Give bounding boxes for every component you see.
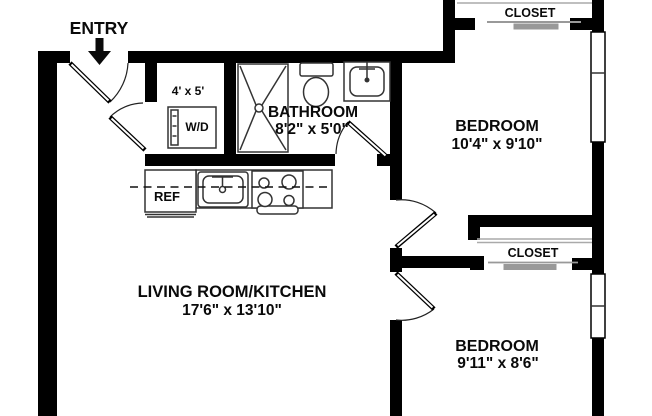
wall-closet1-stub-left (455, 18, 475, 30)
bathroom-dims: 8'2" x 5'0" (275, 121, 349, 138)
washer-dryer-label: W/D (185, 120, 209, 134)
wall-right-bottom (592, 338, 604, 416)
wall-right-top (592, 0, 604, 32)
closet-mid-details (477, 238, 592, 270)
shower (237, 63, 289, 153)
wall-spine-lower (390, 320, 402, 416)
laundry-door-arc (109, 102, 144, 118)
kitchen-counter (130, 169, 333, 218)
wall-hall-horizontal (390, 256, 484, 268)
laundry-closet-door (108, 102, 147, 152)
entry-label: ENTRY (70, 18, 129, 38)
wall-closet1-stub-right (570, 18, 592, 30)
toilet-bowl (302, 76, 330, 108)
bedroom2-door (394, 271, 436, 321)
wall-top-left (38, 51, 70, 63)
burner (283, 194, 295, 207)
wall-top-main (128, 51, 455, 63)
wall-closet2-left-stub (470, 256, 484, 270)
refrigerator-box (144, 169, 197, 213)
entry-arrow-icon (88, 38, 111, 65)
burner (257, 191, 273, 208)
walls (38, 0, 604, 416)
stove (251, 170, 304, 215)
refrigerator-label: REF (154, 189, 180, 204)
kitchen-faucet-knob (218, 185, 227, 194)
wall-kitchen-north (145, 154, 335, 166)
washer-dryer-unit (167, 106, 217, 149)
closet-mid-label: CLOSET (508, 246, 559, 260)
bedroom1-dims: 10'4" x 9'10" (451, 136, 542, 153)
living-room-label: LIVING ROOM/KITCHEN (138, 283, 327, 301)
burner (258, 177, 270, 189)
wall-bedroom1-south (468, 215, 604, 227)
bedroom2-label: BEDROOM (455, 338, 539, 355)
bedroom1-label: BEDROOM (455, 118, 539, 135)
wall-spine-upper (390, 63, 402, 200)
closet-top-label: CLOSET (505, 6, 556, 20)
bedroom1-door-arc (395, 199, 437, 214)
closet-top-slider-panel (513, 23, 559, 30)
bedroom1-door (394, 199, 438, 249)
bathroom-sink (343, 61, 391, 102)
bedroom2-dims: 9'11" x 8'6" (457, 355, 539, 372)
entry-door (68, 61, 129, 104)
entry-door-arc (109, 62, 129, 103)
laundry-closet-dims: 4' x 5' (172, 84, 205, 98)
toilet-tank (299, 62, 334, 77)
closet-top-details (457, 2, 592, 30)
burner (281, 174, 297, 190)
wall-wd-bathroom (224, 63, 236, 155)
bathroom-door (335, 120, 389, 159)
bedroom2-door-arc (395, 308, 435, 321)
wall-left (38, 51, 57, 416)
stove-front (256, 205, 299, 215)
wall-right-mid (592, 142, 604, 274)
labels: ENTRY 4' x 5' W/D BATHROOM 8'2" x 5'0" C… (70, 6, 559, 372)
toilet (299, 62, 334, 108)
bathroom-faucet-knob (364, 77, 370, 83)
washer-dryer-panel (170, 109, 179, 146)
wall-bedroom1-south-stub (468, 215, 480, 240)
wall-closet2-right-stub (572, 258, 592, 270)
wall-upper-right-vertical (443, 0, 455, 63)
bedroom1-window (590, 31, 606, 143)
shower-drain (254, 103, 264, 113)
living-room-dims: 17'6" x 13'10" (182, 302, 282, 319)
closet-mid-slider-panel (503, 264, 557, 270)
windows (590, 31, 606, 339)
wall-wd-left (145, 63, 157, 102)
kitchen-sink (197, 171, 249, 208)
bathroom-label: BATHROOM (268, 104, 358, 121)
